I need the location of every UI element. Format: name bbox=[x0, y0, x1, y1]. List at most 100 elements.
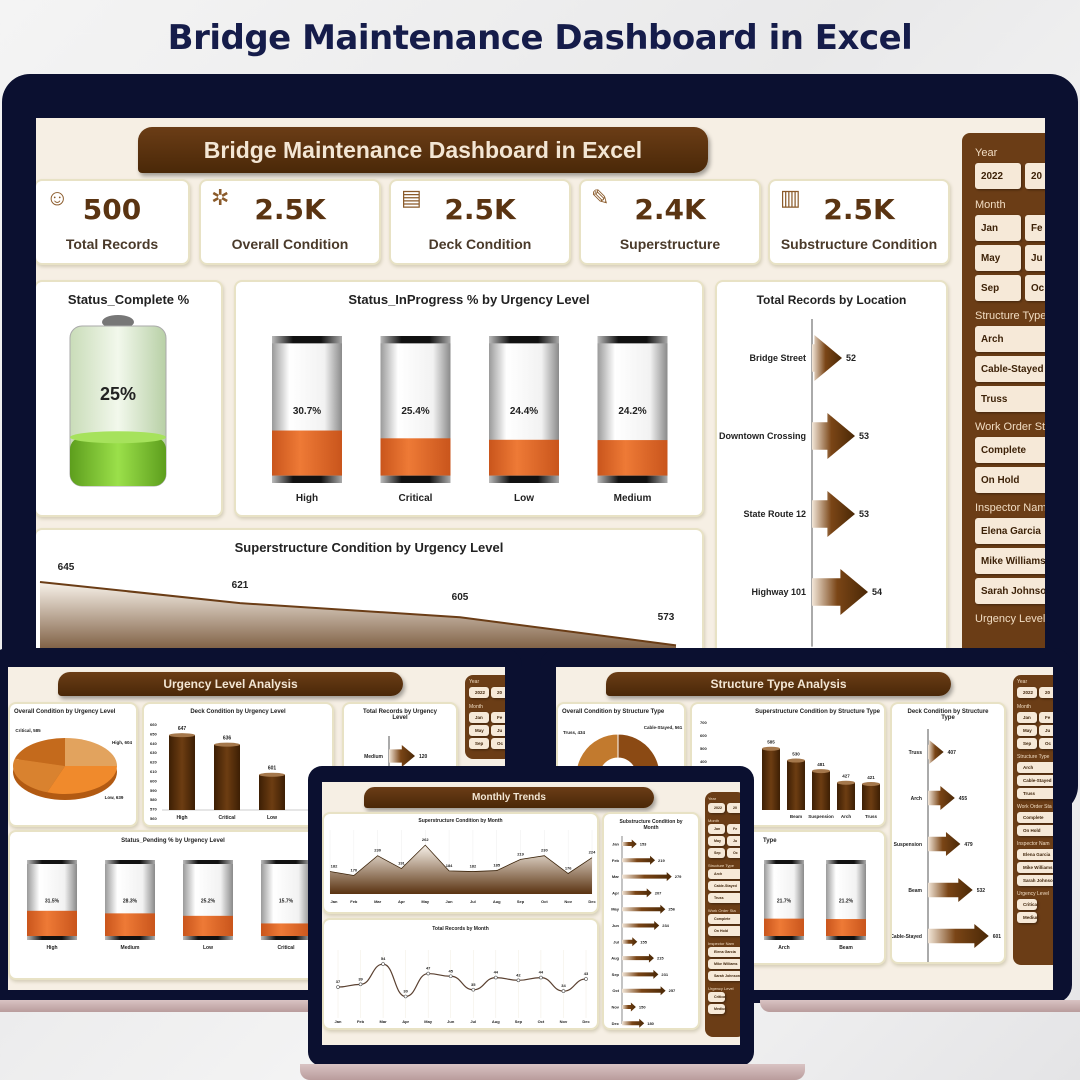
slicer-month[interactable]: Jan bbox=[469, 712, 489, 723]
clipboard-icon: ▤ bbox=[401, 185, 422, 210]
slicer-heading: Month bbox=[1017, 704, 1031, 710]
axis-tick: Mar bbox=[380, 1019, 388, 1024]
slicer-month[interactable]: Fe bbox=[491, 712, 505, 723]
slicer-year-2022[interactable]: 2022 bbox=[1017, 687, 1037, 698]
gauge-tube: 25.4%Critical bbox=[380, 336, 451, 504]
slicer-work-order[interactable]: On Hold bbox=[1017, 825, 1053, 836]
slicer-month[interactable]: Ju bbox=[1039, 725, 1053, 736]
bar-label: Arch bbox=[911, 796, 922, 802]
slicer-structure-type[interactable]: Arch bbox=[975, 326, 1045, 352]
tube-value: 24.4% bbox=[510, 406, 538, 417]
data-label: 230 bbox=[541, 848, 548, 853]
axis-tick: Mar bbox=[374, 899, 382, 904]
slicer-structure-type[interactable]: Truss bbox=[1017, 788, 1053, 799]
area-fill bbox=[330, 845, 592, 894]
slice-label: Low, 639 bbox=[105, 795, 124, 800]
slicer-month[interactable]: Sep bbox=[708, 848, 725, 858]
slicer-year-2022[interactable]: 2022 bbox=[469, 687, 489, 698]
card-title: Overall Condition by Structure Type bbox=[562, 709, 665, 715]
slicer-work-order[interactable]: Complete bbox=[708, 914, 740, 924]
slicer-urgency[interactable]: Medium bbox=[1017, 912, 1037, 923]
slicer-month[interactable]: Ju bbox=[491, 725, 505, 736]
slicer-month[interactable]: Jan bbox=[708, 824, 725, 834]
slicer-inspector[interactable]: Elena Garcia bbox=[708, 947, 740, 957]
slicer-month[interactable]: Fe bbox=[1025, 215, 1045, 241]
slicer-inspector[interactable]: Sarah Johnson bbox=[708, 971, 740, 981]
slicer-month[interactable]: May bbox=[975, 245, 1021, 271]
slicer-inspector[interactable]: Sarah Johnson bbox=[1017, 875, 1053, 886]
tube-value: 21.7% bbox=[777, 898, 792, 904]
slicer-structure-type[interactable]: Arch bbox=[1017, 762, 1053, 773]
slicer-work-order[interactable]: Complete bbox=[1017, 812, 1053, 823]
bar-value: 219 bbox=[658, 858, 665, 863]
kpi-value: 2.5K bbox=[444, 193, 516, 226]
data-label: 185 bbox=[493, 863, 500, 868]
slicer-structure-type[interactable]: Cable-Stayed bbox=[975, 356, 1045, 382]
axis-tick: 660 bbox=[150, 722, 157, 727]
slicer-inspector[interactable]: Elena Garcia bbox=[1017, 849, 1053, 860]
slicer-month[interactable]: May bbox=[708, 836, 725, 846]
slicer-month[interactable]: Jan bbox=[1017, 712, 1037, 723]
slicer-inspector[interactable]: Mike Williams bbox=[708, 959, 740, 969]
slicer-inspector[interactable]: Elena Garcia bbox=[975, 518, 1045, 544]
bar-label: Cable-Stayed bbox=[892, 934, 922, 940]
arrow-bar bbox=[622, 904, 666, 914]
slicer-month[interactable]: Ju bbox=[1025, 245, 1045, 271]
slicer-month[interactable]: Ju bbox=[727, 836, 740, 846]
slicer-month[interactable]: Sep bbox=[975, 275, 1021, 301]
pie-card: Overall Condition by Urgency Level High,… bbox=[8, 702, 138, 827]
slicer-structure-type[interactable]: Arch bbox=[708, 869, 740, 879]
slicer-structure-type[interactable]: Cable-Stayed bbox=[708, 881, 740, 891]
slicer-work-order[interactable]: Complete bbox=[975, 437, 1045, 463]
container-icon: ▥ bbox=[780, 185, 801, 210]
slicer-year-2022[interactable]: 2022 bbox=[708, 802, 725, 813]
slicer-year-next[interactable]: 20 bbox=[491, 687, 505, 698]
slicer-urgency[interactable]: Medium bbox=[708, 1004, 725, 1014]
column-bar bbox=[787, 760, 805, 810]
slicer-month[interactable]: Oc bbox=[1025, 275, 1045, 301]
slicer-urgency[interactable]: Critical bbox=[1017, 899, 1037, 910]
slicer-year-next[interactable]: 20 bbox=[1025, 163, 1045, 189]
data-point bbox=[584, 977, 588, 981]
data-label: 30 bbox=[403, 989, 408, 994]
slicer-month[interactable]: Oc bbox=[491, 738, 505, 749]
arrow-bar bbox=[812, 335, 842, 381]
slicer-month[interactable]: Sep bbox=[1017, 738, 1037, 749]
data-point bbox=[426, 971, 430, 976]
slicer-month[interactable]: Oc bbox=[727, 848, 740, 858]
slicer-urgency[interactable]: Critical bbox=[708, 992, 725, 1002]
slicer-work-order[interactable]: On Hold bbox=[975, 467, 1045, 493]
slicer-inspector[interactable]: Mike Williams bbox=[1017, 862, 1053, 873]
slicer-month[interactable]: Oc bbox=[1039, 738, 1053, 749]
slicer-structure-type[interactable]: Truss bbox=[708, 893, 740, 903]
slicer-month[interactable]: Fe bbox=[1039, 712, 1053, 723]
slicer-year-next[interactable]: 20 bbox=[727, 802, 740, 813]
tube-label: Critical bbox=[278, 945, 296, 951]
slicer-year-next[interactable]: 20 bbox=[1039, 687, 1053, 698]
battery-fill bbox=[70, 437, 166, 486]
tube-label: Medium bbox=[121, 945, 140, 951]
slicer-month[interactable]: May bbox=[1017, 725, 1037, 736]
kpi-label: Overall Condition bbox=[231, 236, 349, 252]
slicer-inspector[interactable]: Sarah Johnson bbox=[975, 578, 1045, 604]
tube-fill bbox=[27, 910, 77, 936]
slicer-month[interactable]: Fe bbox=[727, 824, 740, 834]
pie-slice bbox=[14, 738, 65, 766]
slicer-structure-type[interactable]: Truss bbox=[975, 386, 1045, 412]
slicer-inspector[interactable]: Mike Williams bbox=[975, 548, 1045, 574]
axis-tick: Jun bbox=[447, 1019, 455, 1024]
slicer-work-order[interactable]: On Hold bbox=[708, 926, 740, 936]
gauge-tube: 25.2%Low bbox=[183, 860, 233, 951]
slicer-year-2022[interactable]: 2022 bbox=[975, 163, 1021, 189]
slicer-month[interactable]: Jan bbox=[975, 215, 1021, 241]
slicer-month[interactable]: Sep bbox=[469, 738, 489, 749]
slicer-structure-type[interactable]: Cable-Stayed bbox=[1017, 775, 1053, 786]
slicer-month[interactable]: May bbox=[469, 725, 489, 736]
kpi-label: Superstructure bbox=[619, 236, 721, 252]
tube-label: Arch bbox=[778, 945, 789, 951]
